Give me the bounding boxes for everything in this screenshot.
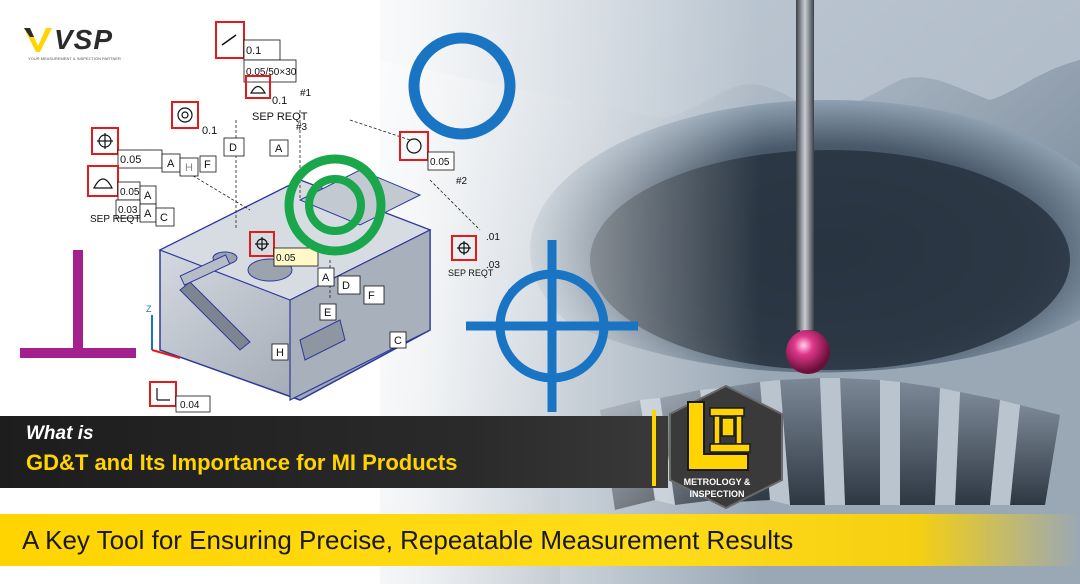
callout-text: F	[368, 290, 375, 302]
callout-text: D	[229, 142, 237, 154]
callout-text: .01	[486, 232, 500, 243]
callout-text: A	[144, 208, 152, 220]
callout-text: H	[276, 347, 284, 359]
callout-text: A	[275, 143, 283, 155]
callout-text: C	[394, 335, 402, 347]
callout-text: .03	[486, 260, 500, 271]
callout-text: 0.05	[120, 154, 141, 166]
callout-text: F	[204, 159, 211, 171]
callout-text: #3	[296, 122, 308, 133]
callout-text: 0.1	[202, 125, 217, 137]
callout-text: A	[322, 272, 330, 284]
callout-text: 0.05	[120, 187, 140, 198]
callout-text: 0.03	[118, 205, 138, 216]
callout-text: 0.05/50×30	[246, 67, 297, 78]
callout-text: E	[324, 307, 331, 319]
callout-text: 0.05	[276, 253, 296, 264]
callout-text: D	[342, 280, 350, 292]
subtitle-text: A Key Tool for Ensuring Precise, Repeata…	[22, 525, 794, 555]
callout-text: A	[144, 190, 152, 202]
logo-wordmark: VSP	[54, 24, 114, 55]
callout-text: SEP REQT	[448, 268, 494, 278]
callout-text: 0.04	[180, 400, 200, 411]
page-title: GD&T and Its Importance for MI Products	[26, 450, 458, 475]
divider	[652, 410, 656, 486]
gdt-concentricity-icon	[284, 154, 386, 256]
cmm-machine-icon	[687, 401, 751, 471]
logo-tagline: YOUR MEASUREMENT & INSPECTION PARTNER	[28, 56, 121, 61]
axis-z-label: Z	[146, 304, 152, 314]
badge-label: METROLOGY & INSPECTION	[683, 477, 751, 499]
title-band	[0, 416, 668, 488]
subtitle-band	[0, 514, 1080, 566]
metrology-badge	[669, 384, 783, 510]
title-intro: What is	[26, 423, 94, 444]
vsp-logo: VSP YOUR MEASUREMENT & INSPECTION PARTNE…	[24, 22, 144, 66]
gdt-circularity-icon	[408, 32, 516, 140]
callout-text: #2	[456, 176, 468, 187]
callout-text: A	[167, 158, 175, 170]
gdt-perpendicularity-icon	[20, 250, 136, 358]
gdt-position-icon	[466, 240, 638, 412]
callout-text: C	[160, 212, 168, 224]
callout-text: 0.05	[430, 157, 450, 168]
callout-text: 0.1	[272, 95, 287, 107]
gdt-drawing: Z 0.1 0.05/50×30 0.1 SEP REQT #1 #3	[87, 21, 513, 413]
callout-text: 0.1	[246, 45, 261, 57]
callout-text: #1	[300, 88, 312, 99]
callout-text: SEP REQT	[252, 111, 308, 123]
callout-text: H	[185, 162, 193, 174]
callout-text: SEP REQT	[90, 214, 140, 225]
